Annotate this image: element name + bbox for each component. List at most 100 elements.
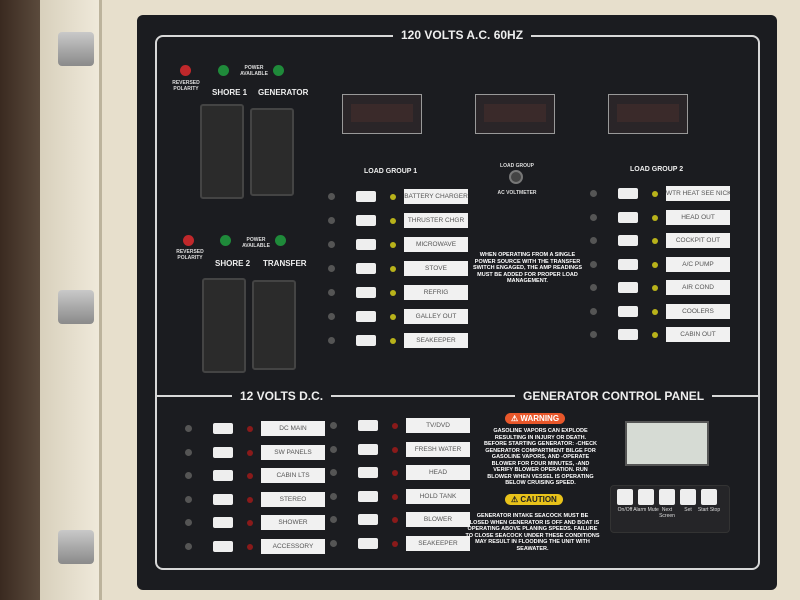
- screw: [185, 542, 192, 550]
- breaker-switch[interactable]: [358, 420, 378, 431]
- circuit-label: HOLD TANK: [406, 488, 470, 504]
- screw: [330, 516, 337, 523]
- breaker-switch[interactable]: [213, 493, 233, 505]
- breaker-switch[interactable]: [356, 287, 376, 298]
- screw: [185, 495, 192, 503]
- breaker-switch[interactable]: [356, 239, 376, 250]
- breaker-switch[interactable]: [213, 540, 233, 552]
- caution-badge: ⚠ CAUTION: [505, 494, 563, 505]
- indicator-led: [652, 261, 658, 268]
- screw: [328, 217, 335, 224]
- indicator-led: [392, 423, 398, 429]
- circuit-label: CABIN OUT: [666, 327, 730, 342]
- screw: [330, 469, 337, 476]
- indicator-led: [390, 266, 396, 272]
- circuit-label: REFRIG: [404, 285, 468, 300]
- transfer-switch[interactable]: [252, 280, 296, 370]
- indicator-led: [247, 449, 253, 456]
- breaker-switch[interactable]: [213, 517, 233, 528]
- generator-button[interactable]: [638, 489, 654, 505]
- generator-display: [625, 421, 709, 466]
- reversed-polarity-led: [183, 235, 194, 246]
- circuit-label: HEAD: [406, 465, 470, 480]
- indicator-led: [652, 308, 658, 315]
- breaker-switch[interactable]: [618, 188, 638, 199]
- screw: [328, 241, 335, 248]
- panel-divider: [157, 395, 758, 397]
- screw: [590, 190, 597, 197]
- breaker-switch[interactable]: [213, 470, 233, 481]
- ac-title: 120 VOLTS A.C. 60HZ: [393, 28, 532, 42]
- generator-button-label: Set: [684, 507, 692, 513]
- breaker-switch[interactable]: [213, 423, 233, 434]
- breaker-switch[interactable]: [618, 329, 638, 340]
- load-group-2-label: LOAD GROUP 2: [630, 166, 684, 173]
- circuit-label: DC MAIN: [261, 421, 325, 436]
- shore-1-breaker[interactable]: [200, 104, 244, 199]
- breaker-switch[interactable]: [618, 282, 638, 293]
- screw: [590, 331, 597, 338]
- circuit-label: AIR COND: [666, 280, 730, 295]
- generator-button[interactable]: [701, 489, 717, 505]
- load-group-1-label: LOAD GROUP 1: [364, 168, 418, 175]
- load-note: WHEN OPERATING FROM A SINGLE POWER SOURC…: [472, 252, 583, 284]
- circuit-label: TV/DVD: [406, 418, 470, 433]
- screw: [328, 313, 335, 320]
- generator-button[interactable]: [659, 489, 675, 505]
- generator-breaker[interactable]: [250, 108, 294, 196]
- circuit-label: FRESH WATER: [406, 441, 470, 457]
- generator-button[interactable]: [680, 489, 696, 505]
- generator-button-label: Start Stop: [697, 507, 721, 513]
- screw: [330, 539, 337, 547]
- generator-button[interactable]: [617, 489, 633, 505]
- circuit-label: STOVE: [404, 261, 468, 276]
- shore-2-breaker[interactable]: [202, 278, 246, 373]
- screw: [328, 193, 335, 200]
- circuit-label: SEAKEEPER: [406, 535, 470, 551]
- circuit-label: SEAKEEPER: [404, 333, 468, 348]
- screw: [590, 284, 597, 291]
- indicator-led: [390, 290, 396, 296]
- screw: [330, 445, 337, 453]
- hinge: [58, 290, 94, 324]
- breaker-switch[interactable]: [356, 263, 376, 274]
- breaker-switch[interactable]: [213, 446, 233, 458]
- breaker-switch[interactable]: [618, 305, 638, 317]
- circuit-label: MICROWAVE: [404, 237, 468, 252]
- power-available-label: POWER AVAILABLE: [240, 65, 268, 77]
- breaker-switch[interactable]: [358, 537, 378, 549]
- selector-knob[interactable]: [509, 170, 523, 184]
- breaker-switch[interactable]: [618, 211, 638, 223]
- reversed-polarity-label: REVERSED POLARITY: [176, 249, 204, 261]
- ammeter-1: [342, 94, 422, 134]
- screw: [590, 213, 597, 221]
- breaker-switch[interactable]: [358, 467, 378, 478]
- warning-badge: ⚠ WARNING: [505, 413, 566, 424]
- breaker-switch[interactable]: [618, 235, 638, 246]
- breaker-switch[interactable]: [618, 258, 638, 270]
- breaker-switch[interactable]: [356, 311, 376, 322]
- indicator-led: [390, 338, 396, 344]
- generator-button-label: Next Screen: [659, 507, 675, 519]
- circuit-label: WTR HEAT SEE NICK: [666, 186, 730, 201]
- breaker-switch[interactable]: [358, 443, 378, 455]
- circuit-label: HEAD OUT: [666, 209, 730, 225]
- breaker-switch[interactable]: [356, 335, 376, 346]
- power-available-label: POWER AVAILABLE: [242, 237, 270, 249]
- screw: [185, 472, 192, 479]
- transfer-label: TRANSFER: [263, 259, 307, 268]
- breaker-switch[interactable]: [356, 215, 376, 226]
- reversed-polarity-label: REVERSED POLARITY: [172, 80, 200, 92]
- circuit-label: SW PANELS: [261, 444, 325, 460]
- selector-top-label: LOAD GROUP: [500, 163, 534, 169]
- indicator-led: [247, 543, 253, 550]
- shore-1-label: SHORE 1: [212, 88, 248, 97]
- breaker-switch[interactable]: [356, 191, 376, 202]
- breaker-switch[interactable]: [358, 490, 378, 502]
- indicator-led: [652, 214, 658, 221]
- screw: [330, 422, 337, 429]
- screw: [328, 337, 335, 344]
- circuit-label: CABIN LTS: [261, 468, 325, 483]
- selector-bottom-label: AC VOLTMETER: [497, 190, 537, 196]
- breaker-switch[interactable]: [358, 514, 378, 525]
